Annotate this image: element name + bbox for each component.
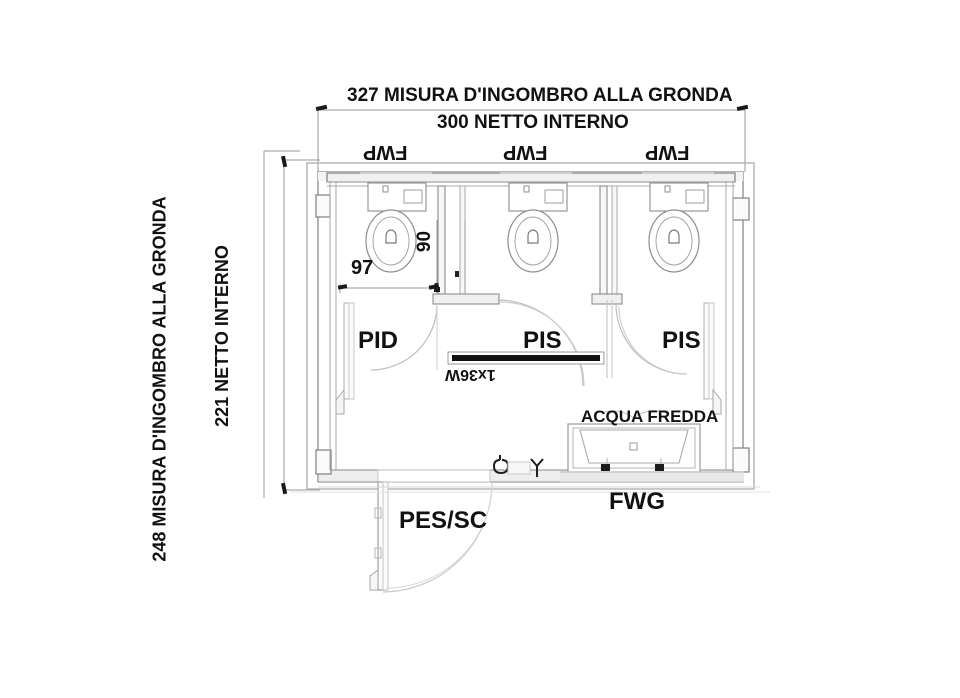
dimension-label-wc-depth: 97 [351,257,374,279]
room-label-pis-center: PIS [523,327,562,354]
room-label-pid: PID [358,327,399,354]
wc-center [507,182,568,273]
dimension-label-left-inner: 221 NETTO INTERNO [211,245,232,427]
window-label-fwp-left: FWP [363,141,408,163]
dimension-label-left-overall: 248 MISURA D'INGOMBRO ALLA GRONDA [149,196,170,562]
room-label-pis-right: PIS [662,327,701,354]
door-swing-arcs [370,299,688,387]
wall-mounted-elements [335,302,722,415]
window-label-fwp-right: FWP [645,141,690,163]
ceiling-lamp-fixture [447,351,605,365]
entrance-door [290,469,770,593]
entrance-door-label: PES/SC [399,507,488,534]
dimension-label-top-inner: 300 NETTO INTERNO [437,112,629,133]
interior-dimension-ticks [337,282,440,293]
lamp-label: 1x36W [445,366,496,383]
plumbing-fixture-box [507,461,531,475]
dimension-label-top-overall: 327 MISURA D'INGOMBRO ALLA GRONDA [347,85,733,106]
wc-right [648,182,709,273]
dimension-arrow-ticks [281,104,749,495]
window-label-fwg: FWG [609,488,665,515]
floor-band [560,471,744,483]
washbasin-unit [567,410,701,473]
window-label-fwp-center: FWP [503,141,548,163]
cubicle-partitions [432,185,623,305]
plumbing-symbols [492,455,544,477]
cold-water-label: ACQUA FREDDA [581,407,719,426]
wc-left [365,182,427,273]
dimension-label-wc-width: 90 [414,230,436,253]
dimension-lines [263,109,746,498]
